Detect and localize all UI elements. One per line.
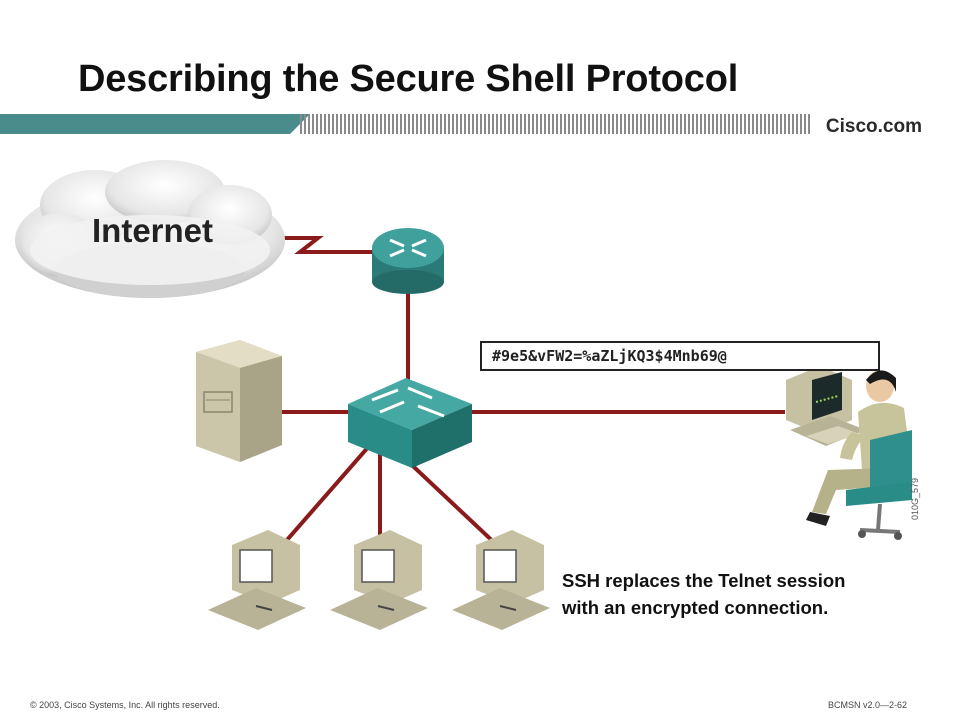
slide-title: Describing the Secure Shell Protocol — [78, 58, 739, 100]
links — [278, 236, 785, 550]
header-band — [0, 114, 810, 134]
footer-copyright: © 2003, Cisco Systems, Inc. All rights r… — [30, 700, 220, 710]
admin-user-icon — [806, 370, 912, 540]
pc-1-icon — [208, 530, 306, 630]
server-icon — [196, 340, 282, 462]
link-cloud-router — [280, 236, 372, 254]
figure-id: 010G_579 — [910, 477, 920, 520]
cisco-logo-text: Cisco.com — [825, 116, 922, 137]
pc-2-icon — [330, 530, 428, 630]
link-switch-pc1 — [278, 443, 372, 550]
encrypted-text-box: #9e5&vFW2=%aZLjKQ3$4Mnb69@ — [480, 341, 880, 371]
router-icon — [372, 228, 444, 294]
internet-label: Internet — [92, 212, 214, 249]
link-switch-pc3 — [396, 450, 502, 550]
admin-workstation-icon — [786, 366, 866, 446]
caption-line-2: with an encrypted connection. — [562, 597, 829, 618]
internet-cloud-icon — [15, 160, 285, 298]
caption: SSH replaces the Telnet session with an … — [562, 567, 845, 621]
pc-3-icon — [452, 530, 550, 630]
footer-course-id: BCMSN v2.0—2-62 — [828, 700, 908, 710]
caption-line-1: SSH replaces the Telnet session — [562, 570, 846, 591]
switch-icon — [348, 378, 472, 468]
